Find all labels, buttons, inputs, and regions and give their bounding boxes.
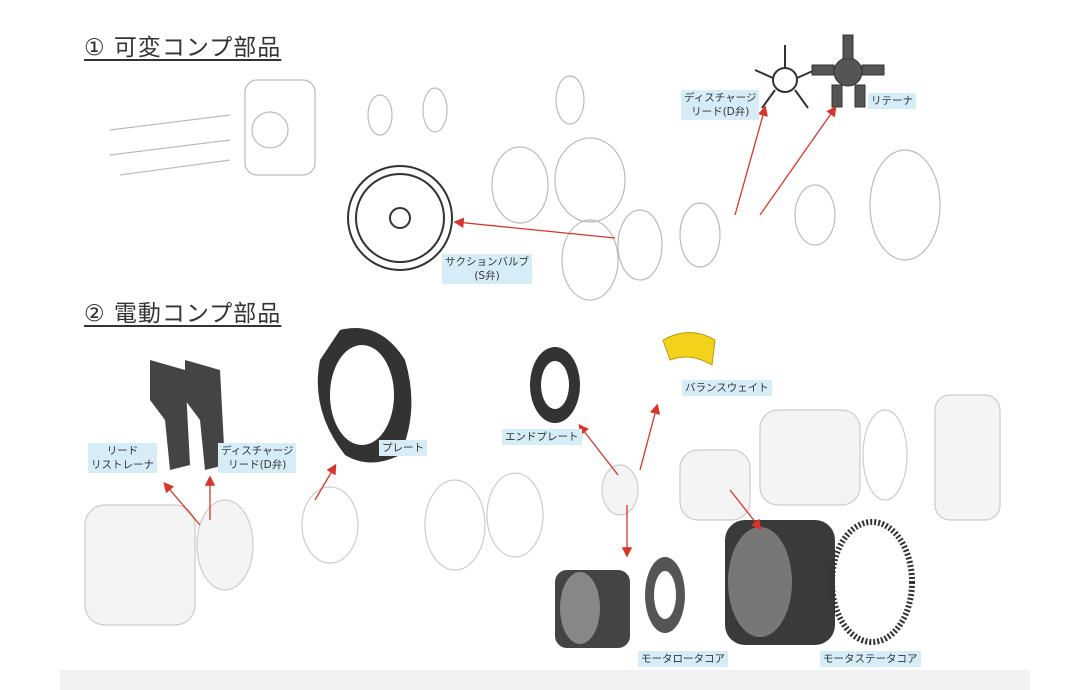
callout-arrows — [163, 105, 837, 558]
label-motor-stator-core: モータステータコア — [820, 651, 921, 667]
label-balance-weight: バランスウェイト — [682, 380, 772, 396]
plate-part — [317, 328, 412, 463]
label-line: ディスチャージ — [221, 445, 294, 457]
variable-compressor-assembly — [109, 75, 941, 301]
label-line: ディスチャージ — [684, 92, 757, 104]
motor-stator-core-part — [725, 519, 915, 645]
label-line: リード — [106, 445, 139, 457]
retainer-part — [811, 34, 885, 108]
section-title-variable-compressor: ① 可変コンプ部品 — [84, 35, 282, 61]
label-line: (S弁) — [474, 270, 500, 282]
motor-rotor-core-part — [555, 557, 685, 648]
electric-compressor-assembly — [84, 394, 1001, 626]
label-plate: プレート — [379, 440, 427, 456]
suction-valve-part — [347, 165, 453, 271]
end-plate-part — [530, 347, 580, 423]
label-line: リストレーナ — [91, 459, 154, 471]
label-suction-valve: サクションバルブ (S弁) — [442, 254, 532, 284]
label-line: サクションバルブ — [445, 256, 529, 268]
label-end-plate: エンドプレート — [502, 429, 582, 445]
balance-weight-part — [662, 332, 716, 366]
label-motor-rotor-core: モータロータコア — [638, 651, 728, 667]
label-line: リード(D弁) — [691, 106, 750, 118]
label-line: リード(D弁) — [228, 459, 287, 471]
label-discharge-reed-bottom: ディスチャージリード(D弁) — [218, 443, 297, 473]
section-title-electric-compressor: ② 電動コンプ部品 — [84, 301, 282, 327]
label-retainer: リテーナ — [868, 93, 916, 109]
label-reed-restrainer: リードリストレーナ — [88, 443, 157, 473]
reed-restrainer-part — [150, 360, 225, 470]
background-strip — [60, 670, 1030, 690]
discharge-reed-top-part — [754, 45, 816, 109]
label-discharge-reed-top: ディスチャージリード(D弁) — [681, 90, 760, 120]
